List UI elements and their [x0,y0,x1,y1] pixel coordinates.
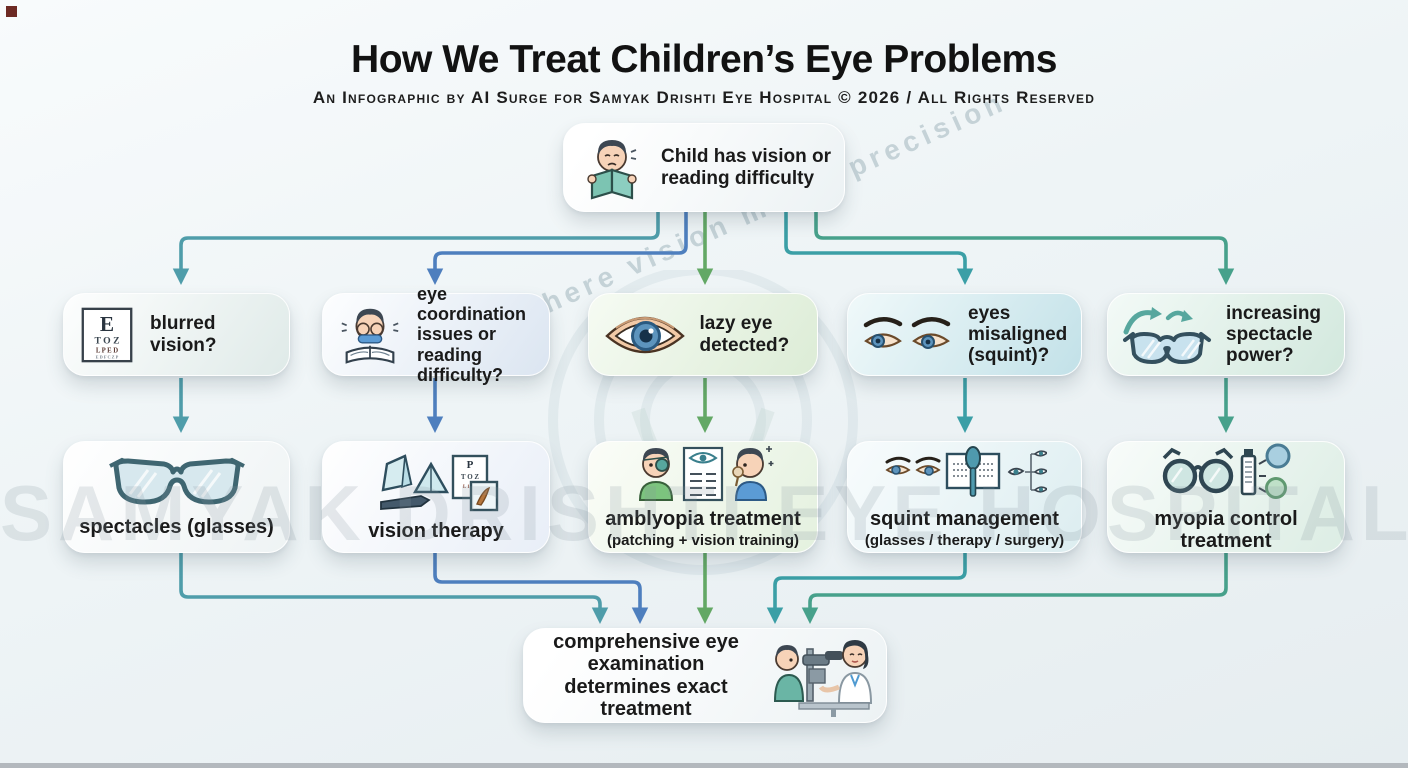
connector-spectacles-to-exam [179,553,609,624]
node-spectacle-power-label: increasing spectacle power? [1226,302,1322,367]
node-spectacle-power: increasing spectacle power? [1107,293,1345,376]
node-myopia-control-label: myopia control treatment [1154,507,1298,552]
corner-artifact [6,6,17,17]
node-amblyopia-sublabel: (patching + vision training) [606,532,800,550]
node-spectacles: spectacles (glasses) [63,441,290,553]
spectacles-icon [108,457,245,505]
myopia-control-icon [1162,443,1291,499]
node-eye-coordination-label: eye coordination issues or reading diffi… [417,284,526,385]
node-eyes-misaligned-label: eyes misaligned (squint)? [968,302,1068,367]
connector-root-to-spectacle-power [814,212,1235,285]
bottom-bar [0,763,1408,768]
node-amblyopia: amblyopia treatment (patching + vision t… [588,441,818,553]
child-reading-icon [587,139,637,199]
node-myopia-control: myopia control treatment [1107,441,1345,553]
node-spectacles-label: spectacles (glasses) [79,515,274,538]
node-root: Child has vision or reading difficulty [563,123,845,212]
node-squint-management-label: squint management [870,508,1059,531]
connector-management-to-exam [766,553,967,624]
eye-patching-icon [638,446,774,502]
eye-exam-icon [773,639,873,717]
connector-myopia-to-exam [801,553,1228,624]
svg-text:L P E D: L P E D [96,347,118,354]
connector-root-to-squint [784,212,974,285]
node-squint-management-sublabel: (glasses / therapy / surgery) [864,532,1065,550]
page-title: How We Treat Children’s Eye Problems [351,38,1057,81]
glasses-rising-power-icon [1123,306,1211,364]
svg-text:T O Z: T O Z [461,473,479,481]
node-final-exam: comprehensive eye examination determines… [523,628,887,723]
node-blurred-vision-label: blurred vision? [150,313,217,356]
connector-root-to-eye-coordination [426,212,688,285]
node-eyes-misaligned: eyes misaligned (squint)? [847,293,1082,376]
node-vision-therapy: P T O Z L 1 ? 9 vision therapy [322,441,550,553]
node-final-exam-label: comprehensive eye examination determines… [553,630,739,720]
node-squint-management: squint management (glasses / therapy / s… [847,441,1082,553]
eye-chart-icon: E T O Z L P E D E D F C Z P [81,307,133,362]
connector-root-to-blurred-vision [172,212,660,285]
connector-vision-therapy-to-exam [433,553,649,624]
vision-therapy-tools-icon: P T O Z L 1 ? 9 [380,454,499,512]
squint-tools-icon [884,446,1047,497]
node-vision-therapy-label: vision therapy [368,519,504,542]
svg-text:T O Z: T O Z [94,335,119,346]
node-root-label: Child has vision or reading difficulty [661,146,831,189]
misaligned-eyes-icon [863,316,951,349]
svg-text:E D F C Z P: E D F C Z P [96,354,119,359]
node-lazy-eye: lazy eye detected? [588,293,818,376]
node-blurred-vision: E T O Z L P E D E D F C Z P blurred visi… [63,293,290,376]
page-subtitle: An Infographic by AI Surge for Samyak Dr… [312,88,1096,107]
eye-icon [604,316,685,353]
node-lazy-eye-label: lazy eye detected? [699,313,790,356]
node-eye-coordination: eye coordination issues or reading diffi… [322,284,550,385]
svg-text:P: P [467,459,474,471]
svg-text:E: E [100,312,114,336]
node-amblyopia-label: amblyopia treatment [605,508,801,531]
child-rubbing-eyes-icon [341,308,399,364]
